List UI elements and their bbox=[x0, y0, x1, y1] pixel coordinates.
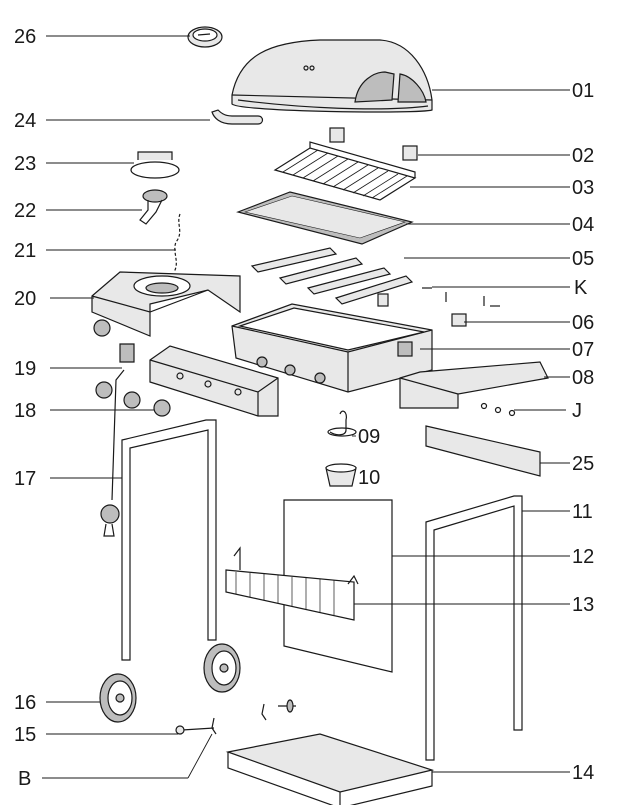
label-07: 07 bbox=[572, 339, 594, 361]
part-thermometer bbox=[187, 26, 223, 48]
part-ignition-wire bbox=[173, 213, 181, 273]
part-wheels bbox=[99, 643, 241, 723]
part-hinge-brackets bbox=[329, 127, 418, 161]
leader-lines bbox=[42, 35, 570, 779]
label-06: 06 bbox=[572, 312, 594, 334]
label-04: 04 bbox=[572, 214, 594, 236]
part-axle bbox=[175, 725, 215, 735]
part-left-frame bbox=[121, 419, 217, 661]
part-control-panel bbox=[149, 345, 279, 417]
part-side-burner bbox=[139, 189, 168, 225]
label-20: 20 bbox=[14, 288, 36, 310]
label-19: 19 bbox=[14, 358, 36, 380]
part-pin-b bbox=[211, 717, 217, 735]
part-bottom-shelf bbox=[225, 733, 435, 809]
part-bottom-bolts bbox=[261, 699, 296, 721]
label-j: J bbox=[572, 400, 582, 422]
part-right-side-table bbox=[399, 361, 549, 409]
part-gas-regulator bbox=[100, 343, 135, 537]
label-17: 17 bbox=[14, 468, 36, 490]
part-lid bbox=[231, 39, 433, 113]
part-warming-rack bbox=[273, 141, 417, 201]
part-right-frame bbox=[425, 495, 523, 761]
part-flame-tamers bbox=[250, 247, 414, 305]
label-22: 22 bbox=[14, 200, 36, 222]
label-02: 02 bbox=[572, 145, 594, 167]
label-15: 15 bbox=[14, 724, 36, 746]
label-21: 21 bbox=[14, 240, 36, 262]
part-grease-cup bbox=[325, 463, 357, 487]
part-grease-cup-holder bbox=[327, 410, 357, 437]
part-lid-handle bbox=[211, 109, 264, 125]
part-storage-basket bbox=[225, 546, 359, 621]
label-26: 26 bbox=[14, 26, 36, 48]
part-screws-k bbox=[422, 287, 500, 307]
label-10: 10 bbox=[358, 467, 380, 489]
label-b: B bbox=[18, 768, 31, 790]
label-23: 23 bbox=[14, 153, 36, 175]
part-screws-j bbox=[480, 402, 516, 417]
label-08: 08 bbox=[572, 367, 594, 389]
label-k: K bbox=[574, 277, 588, 299]
part-control-knobs bbox=[93, 319, 171, 417]
part-side-burner-ring bbox=[130, 151, 180, 179]
part-brackets-06 bbox=[377, 293, 467, 327]
label-24: 24 bbox=[14, 110, 36, 132]
callout-labels: 26 24 23 22 21 20 19 18 17 16 15 B 01 02… bbox=[14, 26, 594, 790]
label-25: 25 bbox=[572, 453, 594, 475]
label-11: 11 bbox=[572, 501, 593, 523]
part-left-side-table bbox=[91, 271, 241, 337]
label-16: 16 bbox=[14, 692, 36, 714]
label-13: 13 bbox=[572, 594, 594, 616]
part-crossbar bbox=[425, 425, 541, 477]
label-09: 09 bbox=[358, 426, 380, 448]
label-05: 05 bbox=[572, 248, 594, 270]
label-03: 03 bbox=[572, 177, 594, 199]
label-12: 12 bbox=[572, 546, 594, 568]
label-01: 01 bbox=[572, 80, 594, 102]
label-18: 18 bbox=[14, 400, 36, 422]
part-cooking-grate bbox=[236, 191, 414, 245]
label-14: 14 bbox=[572, 762, 594, 784]
part-firebox bbox=[231, 303, 433, 393]
